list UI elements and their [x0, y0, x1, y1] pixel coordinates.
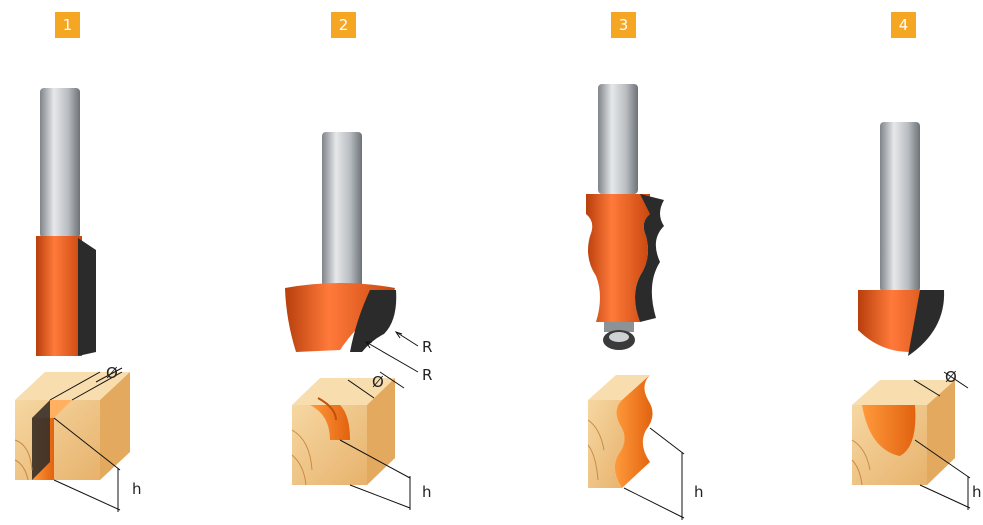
router-bit-3	[586, 84, 664, 350]
item-4-height-label: h	[972, 483, 982, 501]
wood-block-1	[14, 367, 130, 512]
item-3-height-label: h	[694, 483, 704, 501]
item-4-number-badge: 4	[891, 12, 916, 38]
bit-3-cutter	[586, 194, 650, 322]
bit-1-cutter	[36, 236, 82, 356]
wood-block-2	[291, 371, 411, 510]
item-1-diameter-label: Ø	[106, 364, 118, 382]
bit-2-shank	[322, 132, 362, 292]
bit-3-shank	[598, 84, 638, 194]
bit-3-blade	[635, 194, 664, 322]
item-1-number-badge: 1	[55, 12, 80, 38]
item-4-diameter-label: Ø	[945, 368, 957, 386]
bit-2-blade	[350, 290, 397, 352]
item-2-number-badge: 2	[331, 12, 356, 38]
router-bit-1	[36, 88, 96, 356]
router-bit-2	[285, 132, 419, 373]
wood-block-4	[851, 371, 971, 510]
item-1-height-label: h	[132, 480, 142, 498]
bit-4-blade	[908, 290, 945, 356]
bit-1-blade	[78, 238, 96, 356]
bit-3-collar	[604, 322, 634, 332]
bit-4-shank	[880, 122, 920, 292]
wood-block-3	[587, 375, 685, 520]
item-2-radius-top-label: R	[422, 338, 433, 356]
router-bit-4	[858, 122, 945, 356]
bit-1-shank	[40, 88, 80, 238]
item-3-number-badge: 3	[611, 12, 636, 38]
item-2-height-label: h	[422, 483, 432, 501]
item-2-diameter-label: Ø	[372, 373, 384, 391]
item-2-radius-bottom-label: R	[422, 366, 433, 384]
